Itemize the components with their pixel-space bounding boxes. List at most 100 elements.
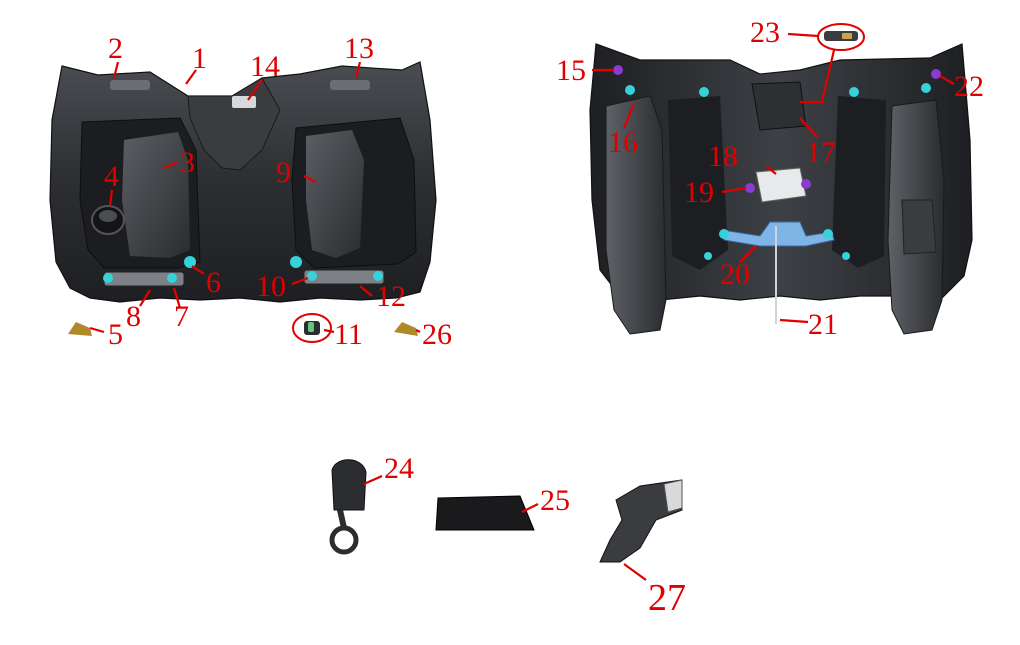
leader-5 bbox=[89, 326, 105, 334]
purple-bolt bbox=[745, 183, 755, 193]
fastener bbox=[290, 256, 302, 268]
left-top-vent bbox=[110, 80, 150, 90]
foam-strip bbox=[435, 495, 535, 531]
callout-13: 13 bbox=[344, 32, 374, 65]
rear-inner-left bbox=[668, 96, 728, 270]
fastener bbox=[921, 83, 931, 93]
callout-1: 1 bbox=[192, 42, 207, 75]
reservoir-bottle bbox=[901, 199, 937, 255]
purple-bolt bbox=[931, 69, 941, 79]
leader-11 bbox=[323, 328, 335, 334]
leader-9 bbox=[303, 175, 317, 183]
leader-17b bbox=[800, 49, 836, 104]
fastener bbox=[167, 273, 177, 283]
fastener bbox=[373, 271, 383, 281]
front-fender-assembly bbox=[49, 61, 437, 343]
callout-8: 8 bbox=[126, 300, 141, 333]
callout-21: 21 bbox=[808, 308, 838, 341]
fastener bbox=[823, 229, 833, 239]
leader-13 bbox=[354, 61, 362, 79]
callout-25: 25 bbox=[540, 484, 570, 517]
leader-24 bbox=[363, 474, 383, 486]
fastener bbox=[719, 229, 729, 239]
fastener bbox=[625, 85, 635, 95]
spring-clip-right bbox=[394, 322, 418, 336]
loose-parts bbox=[329, 459, 683, 563]
rear-inner-right bbox=[832, 96, 886, 268]
leader-19 bbox=[721, 186, 747, 194]
center-housing bbox=[751, 81, 807, 131]
center-crest bbox=[187, 77, 281, 171]
right-latch-bracket bbox=[303, 269, 385, 285]
callout-3: 3 bbox=[180, 146, 195, 179]
callout-22: 22 bbox=[954, 70, 984, 103]
tethered-cap bbox=[331, 459, 367, 511]
leader-21 bbox=[779, 318, 809, 324]
callout-17: 17 bbox=[806, 136, 836, 169]
leader-20 bbox=[739, 245, 757, 263]
callout-11: 11 bbox=[334, 318, 363, 351]
callout-9: 9 bbox=[276, 156, 291, 189]
right-pocket-liner bbox=[306, 130, 364, 258]
leader-16 bbox=[622, 103, 636, 129]
callout-15: 15 bbox=[556, 54, 586, 87]
fastener bbox=[699, 87, 709, 97]
callout-26: 26 bbox=[422, 318, 452, 351]
leader-10 bbox=[291, 276, 309, 286]
callout-12: 12 bbox=[376, 280, 406, 313]
cap-tether bbox=[337, 509, 347, 529]
filler-cap-top bbox=[99, 210, 117, 222]
callout-24: 24 bbox=[384, 452, 414, 485]
callout-6: 6 bbox=[206, 266, 221, 299]
callout-27: 27 bbox=[648, 577, 686, 619]
leader-lines bbox=[89, 32, 955, 581]
spring-clip-left bbox=[68, 322, 92, 336]
mount-bracket-tab bbox=[663, 479, 683, 513]
leader-3 bbox=[163, 160, 179, 170]
purple-bolt bbox=[801, 179, 811, 189]
leader-7 bbox=[172, 287, 182, 309]
callout-16: 16 bbox=[608, 126, 638, 159]
callout-23: 23 bbox=[750, 16, 780, 49]
leader-1 bbox=[185, 69, 197, 85]
callout-18: 18 bbox=[708, 140, 738, 173]
callout-labels: 1 2 3 4 5 6 7 8 9 10 11 12 13 14 15 16 1… bbox=[104, 16, 984, 619]
leader-6 bbox=[191, 265, 205, 275]
fastener bbox=[704, 252, 712, 260]
callout-7: 7 bbox=[174, 300, 189, 333]
leader-2 bbox=[112, 61, 120, 79]
fastener bbox=[842, 252, 850, 260]
leader-23 bbox=[787, 32, 819, 38]
harness-connector-tip bbox=[842, 33, 852, 39]
harness-connector bbox=[824, 31, 858, 41]
center-emblem bbox=[232, 96, 256, 108]
leader-27 bbox=[623, 563, 647, 581]
purple-bolt bbox=[613, 65, 623, 75]
leader-14 bbox=[247, 79, 263, 101]
callout-2: 2 bbox=[108, 32, 123, 65]
leader-4 bbox=[108, 189, 114, 207]
rear-left-leg bbox=[605, 95, 667, 335]
callout-5: 5 bbox=[108, 318, 123, 351]
socket-part-ring bbox=[308, 322, 314, 332]
cap-tether-ring bbox=[329, 525, 359, 555]
callout-10: 10 bbox=[256, 270, 286, 303]
leader-12 bbox=[359, 285, 373, 297]
callout-19: 19 bbox=[684, 176, 714, 209]
leader-22 bbox=[939, 75, 955, 85]
callout-14: 14 bbox=[250, 50, 280, 83]
leader-17 bbox=[799, 117, 819, 139]
leader-25 bbox=[521, 503, 539, 513]
fastener bbox=[184, 256, 196, 268]
center-module bbox=[755, 167, 807, 203]
fastener bbox=[849, 87, 859, 97]
rear-fender-assembly bbox=[589, 23, 973, 335]
leader-18 bbox=[765, 165, 777, 175]
leader-8 bbox=[139, 289, 151, 307]
callout-20: 20 bbox=[720, 258, 750, 291]
fastener bbox=[307, 271, 317, 281]
callout-4: 4 bbox=[104, 160, 119, 193]
leader-26 bbox=[415, 329, 421, 333]
fastener bbox=[103, 273, 113, 283]
